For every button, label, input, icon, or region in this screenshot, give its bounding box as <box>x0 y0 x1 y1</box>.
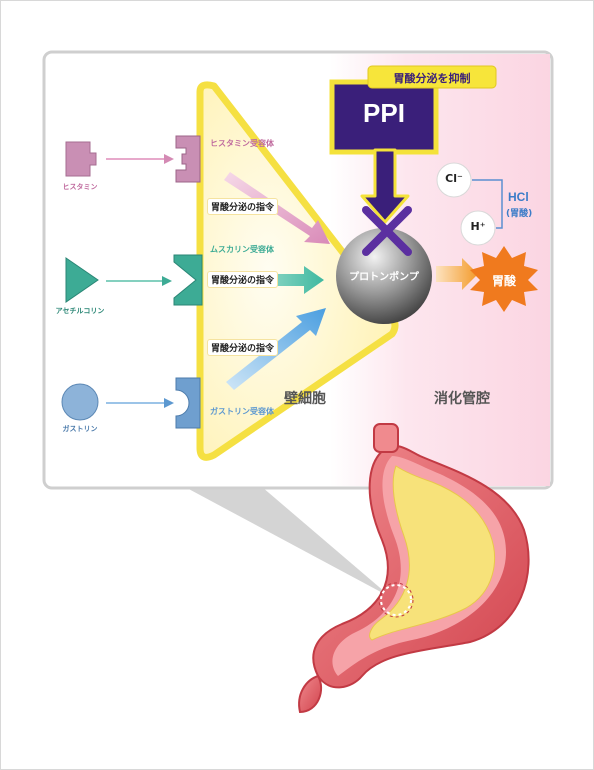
gastrin-name: ガストリン <box>62 425 98 433</box>
lumen-label: 消化管腔 <box>434 391 490 407</box>
hcl-sub-label: (胃酸) <box>506 209 533 219</box>
hydrogen-ion <box>460 210 496 246</box>
zoom-connector <box>185 487 392 598</box>
zoom-origin-outline <box>378 582 414 618</box>
chloride-ion-label: Cl⁻ <box>445 172 463 185</box>
histamine-receptor-label: ヒスタミン受容体 <box>210 139 274 148</box>
inhibit-label-box <box>367 65 497 89</box>
zoom-origin-circle <box>380 584 412 616</box>
chloride-ion <box>436 162 472 198</box>
histamine-receptor <box>175 135 201 183</box>
proton-pump-label: プロトンポンプ <box>349 272 419 283</box>
hcl-label: HCl <box>508 190 529 204</box>
ligand-arrows <box>106 154 174 408</box>
muscarinic-receptor-label: ムスカリン受容体 <box>210 245 274 254</box>
ppi-label: PPI <box>363 98 405 128</box>
muscarinic-receptor <box>173 254 203 306</box>
inhibition-cross <box>362 206 412 256</box>
hydrogen-ion-label: H⁺ <box>470 220 486 233</box>
histamine-name: ヒスタミン <box>62 183 98 191</box>
acid-arrow <box>436 258 478 290</box>
gastrin-ligand <box>61 383 99 421</box>
stomach-illustration <box>298 423 530 714</box>
parietal-cell-label: 壁細胞 <box>284 391 326 407</box>
inhibit-label: 胃酸分泌を抑制 <box>393 72 471 85</box>
acid-burst <box>470 246 538 312</box>
gastrin-receptor <box>175 377 201 429</box>
gastrin-receptor-label: ガストリン受容体 <box>210 407 274 416</box>
acetylcholine-command-label: 胃酸分泌の指令 <box>208 272 278 287</box>
histamine-command-label: 胃酸分泌の指令 <box>208 199 278 214</box>
hcl-bracket <box>472 179 503 229</box>
gastric-acid-label: 胃酸 <box>491 274 516 288</box>
acetylcholine-ligand <box>65 257 99 303</box>
gastrin-command-label: 胃酸分泌の指令 <box>208 340 278 355</box>
ppi-down-arrow <box>360 148 410 224</box>
acetylcholine-name: アセチルコリン <box>55 307 105 315</box>
histamine-ligand <box>65 141 97 177</box>
